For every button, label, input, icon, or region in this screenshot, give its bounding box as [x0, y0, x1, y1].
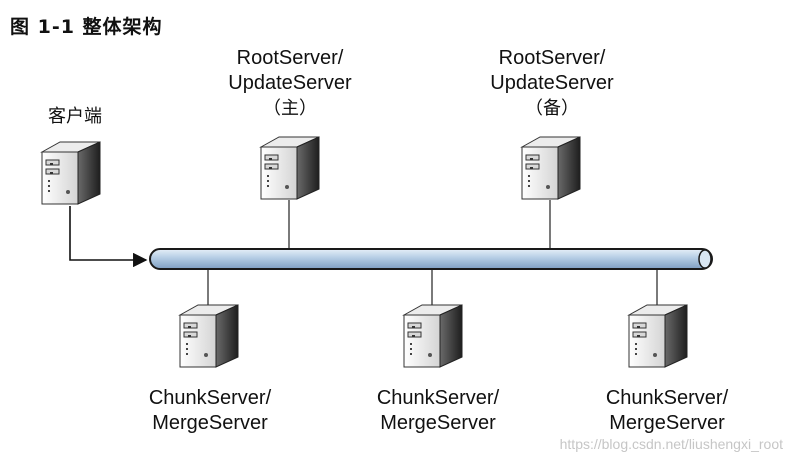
root-backup-line1: RootServer/	[498, 47, 606, 69]
root-primary-line2: UpdateServer	[228, 72, 352, 94]
chunk-2-line1: ChunkServer/	[376, 387, 500, 409]
chunk-3-line1: ChunkServer/	[605, 387, 729, 409]
root-primary-server-icon	[260, 136, 320, 200]
chunk-1-label: ChunkServer/ MergeServer	[130, 386, 290, 436]
chunk-server-3-icon	[628, 304, 688, 368]
watermark-text: https://blog.csdn.net/liushengxi_root	[559, 436, 783, 452]
chunk-2-label: ChunkServer/ MergeServer	[358, 386, 518, 436]
connector-lines	[69, 200, 658, 305]
root-primary-line3: （主）	[263, 98, 317, 119]
chunk-3-line2: MergeServer	[609, 412, 725, 434]
chunk-1-line2: MergeServer	[152, 412, 268, 434]
chunk-2-line2: MergeServer	[380, 412, 496, 434]
chunk-server-1-icon	[179, 304, 239, 368]
root-backup-line2: UpdateServer	[490, 72, 614, 94]
root-primary-line1: RootServer/	[236, 47, 344, 69]
root-primary-label: RootServer/ UpdateServer （主）	[210, 46, 370, 121]
root-backup-line3: （备）	[525, 98, 579, 119]
network-bus	[149, 248, 713, 270]
root-backup-label: RootServer/ UpdateServer （备）	[472, 46, 632, 121]
chunk-server-2-icon	[403, 304, 463, 368]
figure-title: 图 1-1 整体架构	[10, 16, 163, 38]
client-server-icon	[41, 141, 101, 205]
client-arrow	[69, 206, 148, 268]
root-backup-server-icon	[521, 136, 581, 200]
chunk-3-label: ChunkServer/ MergeServer	[587, 386, 747, 436]
client-label: 客户端	[48, 106, 102, 127]
chunk-1-line1: ChunkServer/	[148, 387, 272, 409]
